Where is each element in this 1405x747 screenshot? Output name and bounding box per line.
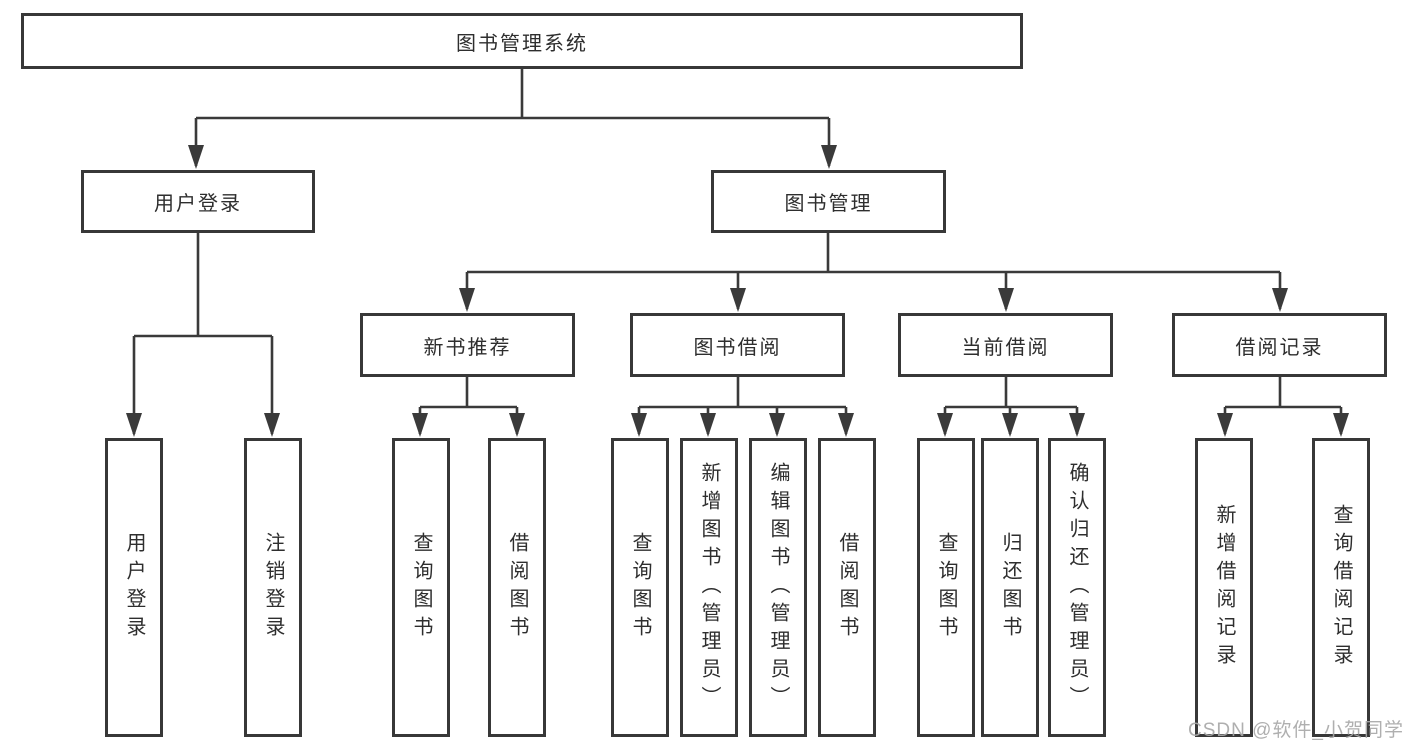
leaf-edit-book-admin-label: 编辑图书（管理员） bbox=[767, 461, 789, 714]
leaf-add-book-admin: 新增图书（管理员） bbox=[680, 438, 738, 737]
leaf-add-borrow-record: 新增借阅记录 bbox=[1195, 438, 1253, 737]
leaf-return-book-label: 归还图书 bbox=[999, 531, 1021, 644]
node-new-book-recommend-label: 新书推荐 bbox=[423, 336, 512, 359]
node-user-login-label: 用户登录 bbox=[154, 193, 242, 215]
leaf-confirm-return-admin: 确认归还（管理员） bbox=[1048, 438, 1106, 737]
leaf-user-login-label: 用户登录 bbox=[123, 531, 145, 644]
leaf-query-borrow-record: 查询借阅记录 bbox=[1312, 438, 1370, 737]
leaf-add-book-admin-label: 新增图书（管理员） bbox=[698, 461, 720, 714]
node-book-management: 图书管理 bbox=[711, 170, 946, 233]
leaf-query-book-1: 查询图书 bbox=[392, 438, 450, 737]
leaf-confirm-return-admin-label: 确认归还（管理员） bbox=[1066, 461, 1088, 714]
leaf-query-book-3-label: 查询图书 bbox=[935, 531, 957, 644]
leaf-query-book-2: 查询图书 bbox=[611, 438, 669, 737]
node-root-label: 图书管理系统 bbox=[456, 32, 588, 55]
node-book-borrow-label: 图书借阅 bbox=[693, 336, 782, 359]
node-root-system: 图书管理系统 bbox=[21, 13, 1023, 69]
leaf-logout: 注销登录 bbox=[244, 438, 302, 737]
node-borrow-record: 借阅记录 bbox=[1172, 313, 1387, 377]
node-new-book-recommend: 新书推荐 bbox=[360, 313, 575, 377]
csdn-watermark: CSDN @软件_小贺同学 bbox=[1188, 720, 1404, 741]
leaf-borrow-book-1: 借阅图书 bbox=[488, 438, 546, 737]
node-book-borrow: 图书借阅 bbox=[630, 313, 845, 377]
node-book-management-label: 图书管理 bbox=[784, 193, 873, 215]
leaf-query-book-2-label: 查询图书 bbox=[629, 531, 651, 644]
leaf-return-book: 归还图书 bbox=[981, 438, 1039, 737]
leaf-logout-label: 注销登录 bbox=[262, 531, 284, 644]
leaf-query-book-1-label: 查询图书 bbox=[410, 531, 432, 644]
node-user-login: 用户登录 bbox=[81, 170, 315, 233]
leaf-edit-book-admin: 编辑图书（管理员） bbox=[749, 438, 807, 737]
leaf-query-book-3: 查询图书 bbox=[917, 438, 975, 737]
leaf-add-borrow-record-label: 新增借阅记录 bbox=[1213, 503, 1235, 672]
node-current-borrow: 当前借阅 bbox=[898, 313, 1113, 377]
leaf-borrow-book-1-label: 借阅图书 bbox=[506, 531, 528, 644]
leaf-borrow-book-2-label: 借阅图书 bbox=[836, 531, 858, 644]
node-current-borrow-label: 当前借阅 bbox=[961, 336, 1050, 359]
leaf-borrow-book-2: 借阅图书 bbox=[818, 438, 876, 737]
leaf-user-login: 用户登录 bbox=[105, 438, 163, 737]
leaf-query-borrow-record-label: 查询借阅记录 bbox=[1330, 503, 1352, 672]
node-borrow-record-label: 借阅记录 bbox=[1235, 336, 1324, 359]
